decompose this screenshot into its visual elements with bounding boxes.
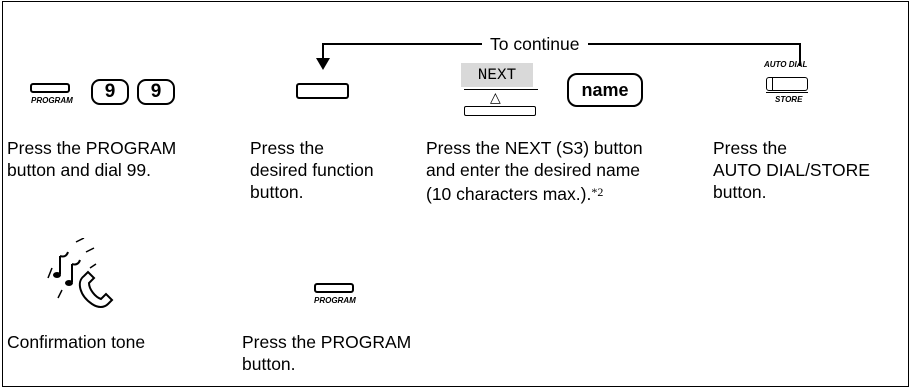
auto-dial-label: AUTO DIAL [764,60,808,69]
next-softkey-triangle-icon[interactable]: △ [490,89,501,105]
ringing-handset-icon [47,238,114,308]
step3-line2: and enter the desired name [426,160,641,180]
next-display-label: NEXT [461,63,533,87]
program-key[interactable] [30,83,70,93]
step2-line2: desired function [250,160,374,180]
step2-line3: button. [250,182,304,202]
dial-key-9-first[interactable]: 9 [91,79,129,105]
step3-line3: (10 characters max.).*2 [426,181,603,205]
function-button-key[interactable] [296,83,349,99]
step4-line1: Press the [713,138,787,158]
continue-label: To continue [482,33,588,55]
result-program-key-label: PROGRAM [314,296,356,305]
footnote-marker: *2 [591,185,604,199]
result2-line1: Press the PROGRAM [242,332,412,352]
next-softkey-line [464,89,538,90]
step4-line2: AUTO DIAL/STORE [713,160,870,180]
step1-line1: Press the PROGRAM [7,138,177,158]
result1-line1: Confirmation tone [7,332,146,352]
store-label-rule [766,92,808,93]
step1-line2: button and dial 99. [7,160,152,180]
step3-line3-text: (10 characters max.). [426,184,592,204]
program-key-label: PROGRAM [31,96,73,105]
result-program-key[interactable] [314,283,354,293]
auto-dial-key-divider [772,78,773,90]
next-softkey-button[interactable] [464,106,536,116]
name-entry-key[interactable]: name [567,73,643,107]
step3-line1: Press the NEXT (S3) button [426,138,643,158]
store-label: STORE [775,95,803,104]
step4-line3: button. [713,182,767,202]
dial-key-9-second[interactable]: 9 [137,79,175,105]
result2-line2: button. [242,354,296,374]
auto-dial-store-key[interactable] [766,77,808,91]
step2-line1: Press the [250,138,324,158]
